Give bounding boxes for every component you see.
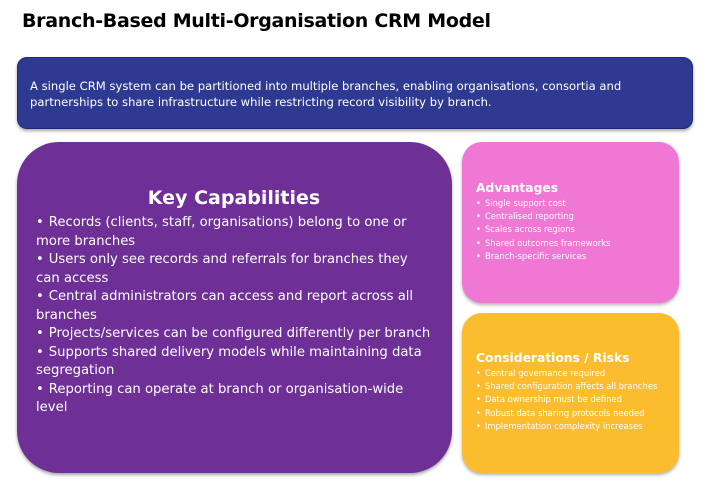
advantage-item: Single support cost [476, 197, 667, 210]
intro-text: A single CRM system can be partitioned i… [30, 79, 622, 109]
key-capabilities-list: Records (clients, staff, organisations) … [36, 214, 432, 418]
key-capability-item: Central administrators can access and re… [36, 288, 432, 325]
key-capability-item: Reporting can operate at branch or organ… [36, 381, 432, 418]
consideration-item: Robust data sharing protocols needed [476, 407, 667, 420]
consideration-item: Shared configuration affects all branche… [476, 380, 667, 393]
advantage-item: Shared outcomes frameworks [476, 237, 667, 250]
considerations-box: Considerations / Risks Central governanc… [462, 313, 679, 473]
consideration-item: Implementation complexity increases [476, 420, 667, 433]
advantage-item: Branch-specific services [476, 250, 667, 263]
advantages-box: Advantages Single support cost Centralis… [462, 142, 679, 303]
advantage-item: Centralised reporting [476, 210, 667, 223]
page-title: Branch-Based Multi-Organisation CRM Mode… [22, 10, 491, 32]
key-capability-item: Records (clients, staff, organisations) … [36, 214, 432, 251]
advantages-list: Single support cost Centralised reportin… [476, 197, 667, 263]
key-capabilities-heading: Key Capabilities [147, 187, 321, 209]
key-capabilities-box: Key Capabilities Records (clients, staff… [17, 142, 452, 473]
advantages-heading: Advantages [476, 181, 559, 195]
consideration-item: Data ownership must be defined [476, 393, 667, 406]
considerations-heading: Considerations / Risks [476, 351, 630, 365]
advantage-item: Scales across regions [476, 223, 667, 236]
intro-box: A single CRM system can be partitioned i… [17, 57, 693, 129]
key-capability-item: Users only see records and referrals for… [36, 251, 432, 288]
key-capability-item: Projects/services can be configured diff… [36, 325, 432, 344]
considerations-list: Central governance required Shared confi… [476, 367, 667, 433]
key-capability-item: Supports shared delivery models while ma… [36, 344, 432, 381]
consideration-item: Central governance required [476, 367, 667, 380]
